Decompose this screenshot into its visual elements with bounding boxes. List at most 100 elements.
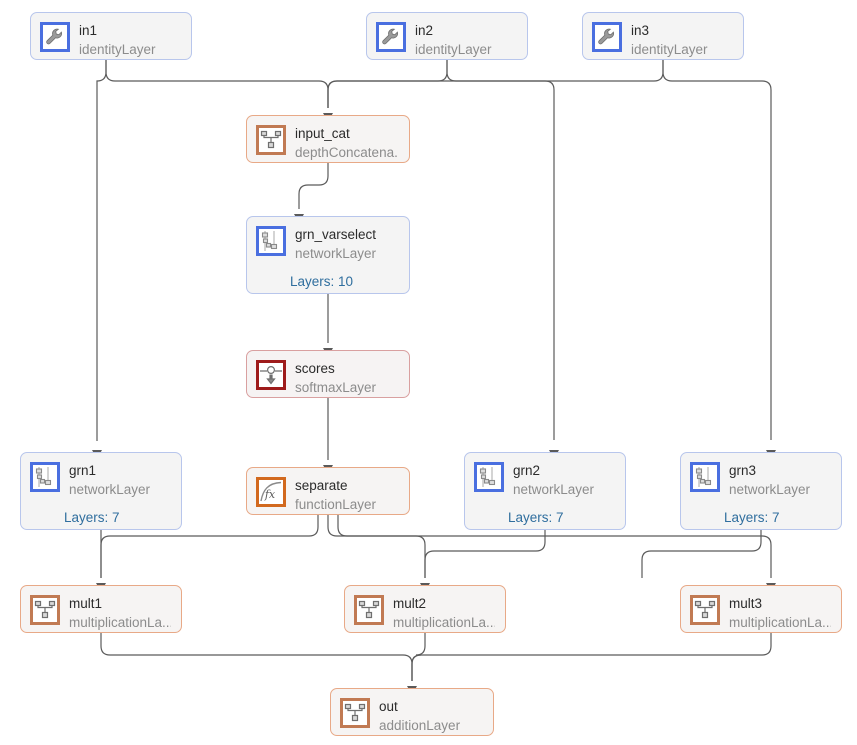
node-layer-count: Layers: 10 bbox=[290, 273, 354, 289]
graph-edge bbox=[337, 515, 772, 578]
node-labels: in3 identityLayer bbox=[631, 22, 708, 60]
node-header: grn1 networkLayer bbox=[21, 453, 181, 500]
concat-icon bbox=[256, 125, 286, 155]
node-name: mult3 bbox=[729, 596, 763, 611]
softmax-icon bbox=[256, 360, 286, 390]
node-name: grn1 bbox=[69, 463, 97, 478]
node-name: in2 bbox=[415, 23, 434, 38]
node-name: out bbox=[379, 699, 398, 714]
node-name: separate bbox=[295, 478, 348, 493]
node-header: grn3 networkLayer bbox=[681, 453, 841, 500]
node-header: grn2 networkLayer bbox=[465, 453, 625, 500]
node-header: in1 identityLayer bbox=[31, 13, 191, 60]
graph-node-input_cat[interactable]: input_cat depthConcatena... bbox=[246, 115, 410, 163]
node-header: mult3 multiplicationLa... bbox=[681, 586, 841, 633]
node-type: networkLayer bbox=[69, 481, 151, 497]
wrench-icon bbox=[40, 22, 70, 52]
node-type: depthConcatena... bbox=[295, 144, 399, 160]
node-header: in2 identityLayer bbox=[367, 13, 527, 60]
network-icon bbox=[690, 462, 720, 492]
node-type: networkLayer bbox=[513, 481, 595, 497]
network-icon bbox=[474, 462, 504, 492]
graph-edge bbox=[100, 633, 413, 681]
graph-node-scores[interactable]: scores softmaxLayer bbox=[246, 350, 410, 398]
node-labels: separate functionLayer bbox=[295, 477, 376, 515]
node-header: input_cat depthConcatena... bbox=[247, 116, 409, 163]
graph-edge bbox=[662, 60, 772, 440]
network-icon bbox=[256, 226, 286, 256]
graph-edge bbox=[298, 163, 329, 209]
node-labels: grn2 networkLayer bbox=[513, 462, 594, 500]
mult-icon bbox=[30, 595, 60, 625]
graph-node-separate[interactable]: fx separate functionLayer bbox=[246, 467, 410, 515]
node-layer-count: Layers: 7 bbox=[508, 509, 564, 525]
node-labels: in2 identityLayer bbox=[415, 22, 492, 60]
node-type: identityLayer bbox=[79, 41, 156, 57]
graph-node-in2[interactable]: in2 identityLayer bbox=[366, 12, 528, 60]
node-type: identityLayer bbox=[415, 41, 492, 57]
graph-node-mult1[interactable]: mult1 multiplicationLa... bbox=[20, 585, 182, 633]
fx-icon: fx bbox=[256, 477, 286, 507]
node-labels: out additionLayer bbox=[379, 698, 460, 736]
graph-edge bbox=[446, 60, 555, 440]
node-name: input_cat bbox=[295, 126, 350, 141]
network-icon bbox=[30, 462, 60, 492]
graph-edge bbox=[327, 515, 426, 578]
node-name: grn2 bbox=[513, 463, 541, 478]
node-header: out additionLayer bbox=[331, 689, 493, 736]
node-type: multiplicationLa... bbox=[69, 614, 171, 630]
node-type: identityLayer bbox=[631, 41, 708, 57]
node-type: functionLayer bbox=[295, 496, 377, 512]
svg-text:fx: fx bbox=[264, 488, 276, 501]
node-type: additionLayer bbox=[379, 717, 461, 733]
node-labels: grn3 networkLayer bbox=[729, 462, 810, 500]
graph-edge bbox=[105, 60, 329, 108]
node-name: mult2 bbox=[393, 596, 427, 611]
graph-edge bbox=[411, 633, 772, 681]
wrench-icon bbox=[592, 22, 622, 52]
node-labels: input_cat depthConcatena... bbox=[295, 125, 399, 163]
node-name: mult1 bbox=[69, 596, 103, 611]
node-name: grn_varselect bbox=[295, 227, 377, 242]
node-labels: grn1 networkLayer bbox=[69, 462, 150, 500]
node-header: fx separate functionLayer bbox=[247, 468, 409, 515]
node-header: mult1 multiplicationLa... bbox=[21, 586, 181, 633]
graph-edge bbox=[424, 530, 546, 578]
node-labels: in1 identityLayer bbox=[79, 22, 156, 60]
mult-icon bbox=[340, 698, 370, 728]
graph-edge bbox=[96, 60, 107, 441]
node-type: softmaxLayer bbox=[295, 379, 377, 395]
graph-node-mult3[interactable]: mult3 multiplicationLa... bbox=[680, 585, 842, 633]
node-name: in3 bbox=[631, 23, 650, 38]
graph-node-out[interactable]: out additionLayer bbox=[330, 688, 494, 736]
node-name: scores bbox=[295, 361, 335, 376]
node-name: grn3 bbox=[729, 463, 757, 478]
node-type: multiplicationLa... bbox=[729, 614, 831, 630]
node-labels: mult1 multiplicationLa... bbox=[69, 595, 171, 633]
node-layer-count: Layers: 7 bbox=[724, 509, 780, 525]
node-labels: mult3 multiplicationLa... bbox=[729, 595, 831, 633]
mult-icon bbox=[690, 595, 720, 625]
graph-edge bbox=[327, 60, 664, 108]
node-name: in1 bbox=[79, 23, 98, 38]
graph-node-in1[interactable]: in1 identityLayer bbox=[30, 12, 192, 60]
graph-edge bbox=[641, 530, 762, 578]
node-header: in3 identityLayer bbox=[583, 13, 743, 60]
wrench-icon bbox=[376, 22, 406, 52]
node-type: networkLayer bbox=[729, 481, 811, 497]
mult-icon bbox=[354, 595, 384, 625]
node-layer-count: Layers: 7 bbox=[64, 509, 120, 525]
node-labels: scores softmaxLayer bbox=[295, 360, 376, 398]
graph-node-in3[interactable]: in3 identityLayer bbox=[582, 12, 744, 60]
